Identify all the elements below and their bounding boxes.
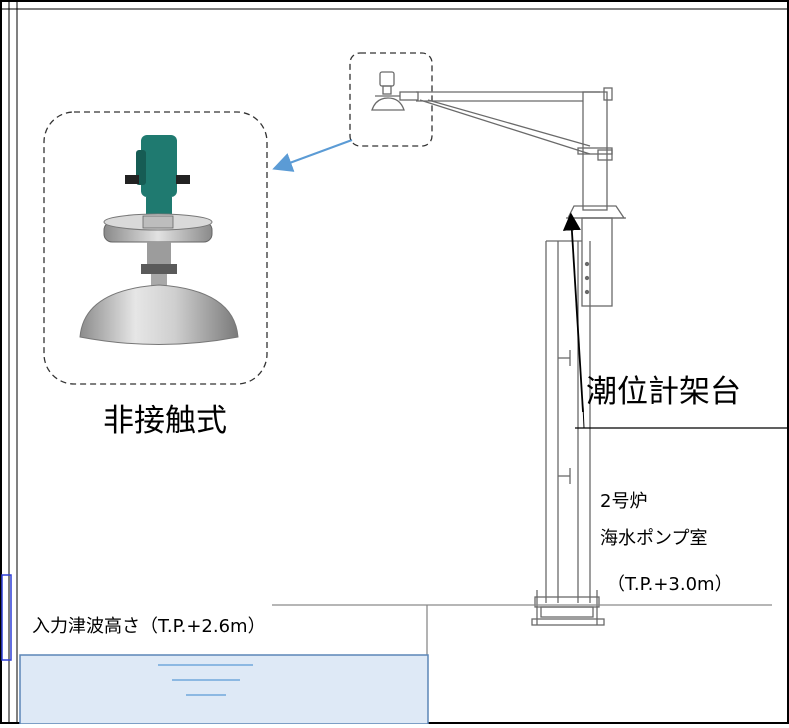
mount-sensor-frame	[349, 52, 433, 147]
sensor-type-label: 非接触式	[103, 403, 227, 439]
mount-label-leader	[582, 405, 585, 429]
sensor-detail-frame	[43, 111, 268, 385]
pump-room-label-line2: 海水ポンプ室	[600, 528, 708, 549]
wave-height-label: 入力津波高さ（T.P.+2.6m）	[32, 616, 266, 637]
selection-marker	[1, 574, 12, 661]
tide-gauge-mount	[416, 87, 626, 626]
small-sensor-icon	[371, 71, 419, 111]
pump-room-elevation: （T.P.+3.0m）	[607, 574, 733, 595]
callout-arrow	[272, 139, 353, 172]
radar-level-sensor-icon	[79, 135, 239, 345]
water-body	[19, 654, 429, 725]
pump-room-label-line1: 2号炉	[600, 491, 648, 512]
mount-label: 潮位計架台	[586, 374, 741, 410]
mount-pointer-arrow	[562, 212, 584, 413]
